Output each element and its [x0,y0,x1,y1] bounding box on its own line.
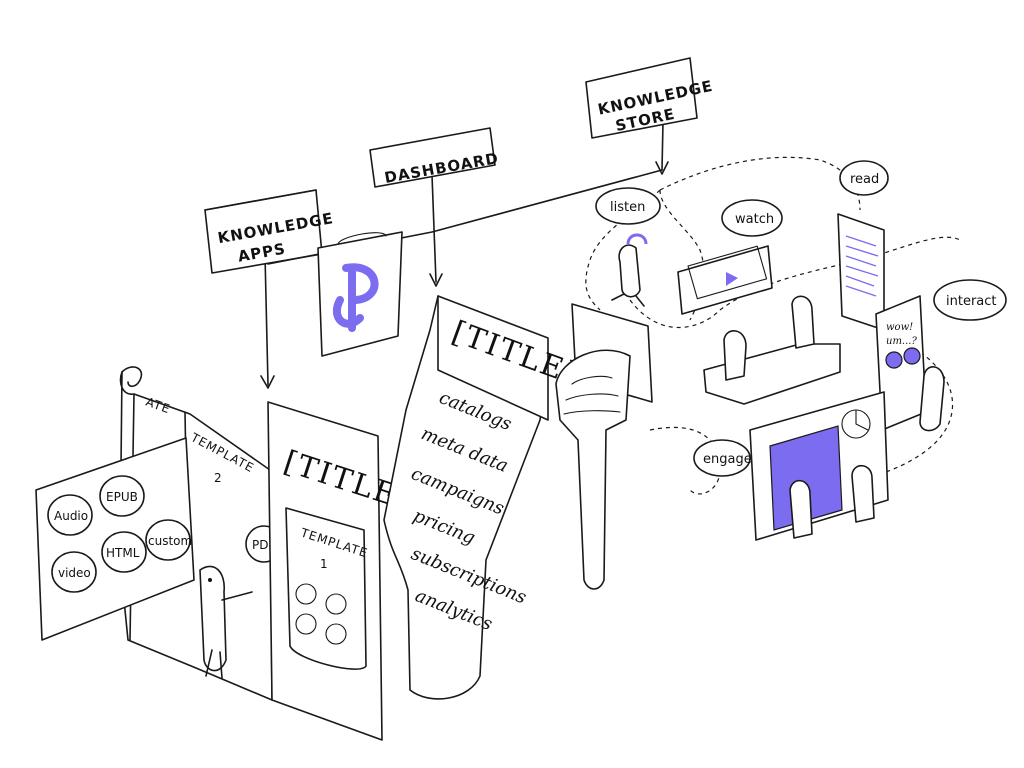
read-group: read [837,160,889,331]
sign-knowledge-apps: KNOWLEDGE APPS [204,189,335,389]
chip-audio-label: Audio [54,509,88,523]
logo-banner [317,231,403,357]
chip-custom[interactable]: custom [145,519,192,561]
dashboard-scroll-panel: [TITLE] catalogs meta data campaigns pri… [383,295,582,700]
watch-group: watch [677,199,783,315]
chip-epub[interactable]: EPUB [99,475,145,517]
bubble-read: read [850,172,879,187]
bar-chart-icon [769,425,843,531]
template2-number: 2 [214,471,223,485]
interact-group: interact wow! um...? [875,279,1007,432]
chip-custom-label: custom [148,534,192,548]
chip-video-label: video [58,566,91,580]
engage-group: engage [693,391,889,541]
format-chips-board: Audio EPUB video HTML custom [35,437,195,641]
chip-epub-label: EPUB [106,490,138,504]
chip-video[interactable]: video [51,551,97,593]
close-icon[interactable] [903,347,921,365]
chip-html[interactable]: HTML [101,531,147,573]
play-icon[interactable] [726,272,738,286]
chip-html-label: HTML [106,546,140,560]
pipe-frame [555,303,653,590]
template1-number: 1 [320,557,329,571]
bubble-interact: interact [946,294,997,309]
sign-knowledge-store: KNOWLEDGE STORE [585,57,715,175]
listen-group: listen [595,187,661,307]
bubble-watch: watch [735,212,774,227]
couch-group [703,295,841,405]
template1-panel: [TITLE] TEMPLATE 1 [267,401,415,741]
check-icon[interactable] [885,351,903,369]
text-lines-icon [845,235,879,297]
chip-audio[interactable]: Audio [47,494,93,536]
bubble-listen: listen [610,200,645,215]
tablet-note-line1: wow! [886,322,913,333]
tablet-note-line2: um...? [886,336,917,347]
headphones-icon [626,233,648,245]
p-logo-icon [332,263,379,332]
bubble-engage: engage [703,452,752,467]
